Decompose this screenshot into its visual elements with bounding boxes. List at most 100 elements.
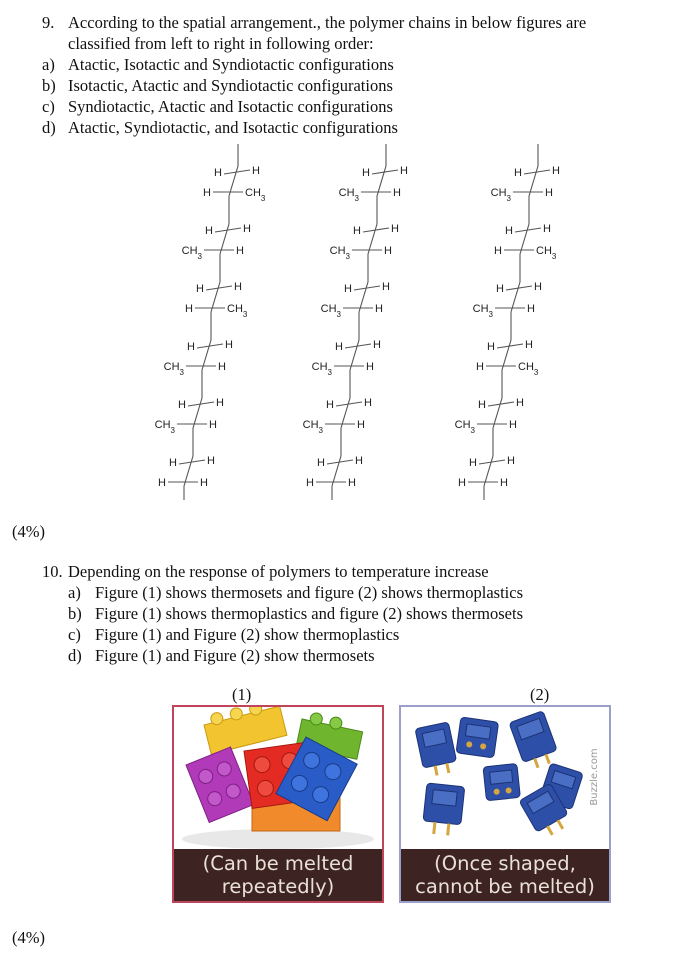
chain-3-hydrogen-label: H xyxy=(494,245,502,257)
chain-3-methyl-label: CH3 xyxy=(536,245,557,261)
chain-1-methyl-label: CH3 xyxy=(155,419,176,435)
chain-3-h-bond xyxy=(478,459,506,465)
chain-3-backbone xyxy=(492,397,503,429)
chain-3-hydrogen-label: H xyxy=(476,361,484,373)
chain-1-h-bond xyxy=(214,227,242,233)
figure-1-caption: (Can be melted repeatedly) xyxy=(174,849,382,901)
chain-1-h-bond xyxy=(196,343,224,349)
chain-1-backbone xyxy=(219,223,230,255)
chain-1-hydrogen-label: H xyxy=(203,187,211,199)
chain-1-hydrogen-label: H xyxy=(187,341,195,353)
chain-2-hydrogen-label: H xyxy=(375,303,383,315)
chain-3-h-bond xyxy=(487,401,515,407)
chain-1-h-bond xyxy=(205,285,233,291)
chain-3-hydrogen-label: H xyxy=(478,399,486,411)
figure-1-label: (1) xyxy=(232,685,252,704)
chain-1-h-bond xyxy=(223,169,251,175)
chain-2-hydrogen-label: H xyxy=(366,361,374,373)
chain-2-hydrogen-label: H xyxy=(357,419,365,431)
q10-option-d: Figure (1) and Figure (2) show thermoset… xyxy=(95,646,375,665)
figure-2-caption-line2: cannot be melted) xyxy=(415,875,595,898)
chain-1-hydrogen-label: H xyxy=(158,477,166,489)
chain-2-h-bond xyxy=(326,459,354,465)
watermark-text: Buzzle.com xyxy=(589,748,600,805)
figure-1-thermoplastic-image: (Can be melted repeatedly) xyxy=(172,705,384,903)
chain-2-hydrogen-label: H xyxy=(382,281,390,293)
chain-3-methyl-label: CH3 xyxy=(455,419,476,435)
q10-option-d-letter: d) xyxy=(68,646,82,665)
figure-2-thermoset-image: Buzzle.com (Once shaped, cannot be melte… xyxy=(399,705,611,903)
q9-number: 9. xyxy=(42,13,55,32)
chain-2-backbone xyxy=(358,281,369,313)
chain-3-hydrogen-label: H xyxy=(545,187,553,199)
chain-3-backbone xyxy=(510,281,521,313)
chain-1-h-bond xyxy=(178,459,206,465)
chain-2-hydrogen-label: H xyxy=(391,223,399,235)
chain-3-backbone xyxy=(528,165,539,197)
q10-number: 10. xyxy=(42,562,63,581)
chain-3-hydrogen-label: H xyxy=(534,281,542,293)
chain-3-hydrogen-label: H xyxy=(458,477,466,489)
chain-2-backbone xyxy=(340,397,351,429)
q10-marks: (4%) xyxy=(12,928,45,947)
q9-stem-line1: According to the spatial arrangement., t… xyxy=(68,13,587,32)
chain-1-methyl-label: CH3 xyxy=(245,187,266,203)
chain-2-hydrogen-label: H xyxy=(355,455,363,467)
chain-2-hydrogen-label: H xyxy=(326,399,334,411)
chain-1-hydrogen-label: H xyxy=(243,223,251,235)
chain-2-hydrogen-label: H xyxy=(306,477,314,489)
chain-3-hydrogen-label: H xyxy=(496,283,504,295)
chain-3-hydrogen-label: H xyxy=(469,457,477,469)
q9-option-d-letter: d) xyxy=(42,118,56,137)
q9-option-b: Isotactic, Atactic and Syndiotactic conf… xyxy=(68,76,393,95)
chain-2-backbone xyxy=(331,455,342,487)
chain-3-hydrogen-label: H xyxy=(487,341,495,353)
chain-2-hydrogen-label: H xyxy=(353,225,361,237)
chain-2-h-bond xyxy=(353,285,381,291)
chain-1-backbone xyxy=(210,281,221,313)
chain-2-h-bond xyxy=(344,343,372,349)
chain-2-hydrogen-label: H xyxy=(373,339,381,351)
chain-1-hydrogen-label: H xyxy=(209,419,217,431)
chain-3-hydrogen-label: H xyxy=(500,477,508,489)
chain-1-hydrogen-label: H xyxy=(216,397,224,409)
chain-3-methyl-label: CH3 xyxy=(473,303,494,319)
chain-3-h-bond xyxy=(496,343,524,349)
chain-1-hydrogen-label: H xyxy=(205,225,213,237)
chain-1-hydrogen-label: H xyxy=(169,457,177,469)
chain-1-backbone xyxy=(201,339,212,371)
figure-2-label: (2) xyxy=(530,685,550,704)
chain-2-h-bond xyxy=(371,169,399,175)
chain-2-h-bond xyxy=(335,401,363,407)
chain-2-hydrogen-label: H xyxy=(362,167,370,179)
chain-1-hydrogen-label: H xyxy=(196,283,204,295)
q9-option-c-letter: c) xyxy=(42,97,55,116)
chain-2-methyl-label: CH3 xyxy=(303,419,324,435)
chain-1-hydrogen-label: H xyxy=(252,165,260,177)
q10-option-c-letter: c) xyxy=(68,625,81,644)
chain-2-methyl-label: CH3 xyxy=(321,303,342,319)
q10-option-a: Figure (1) shows thermosets and figure (… xyxy=(95,583,524,602)
chain-1-hydrogen-label: H xyxy=(178,399,186,411)
chain-3-hydrogen-label: H xyxy=(525,339,533,351)
chain-2-backbone xyxy=(376,165,387,197)
chain-1-hydrogen-label: H xyxy=(234,281,242,293)
chain-3-hydrogen-label: H xyxy=(514,167,522,179)
q10-option-b: Figure (1) shows thermoplastics and figu… xyxy=(95,604,524,623)
q9-option-b-letter: b) xyxy=(42,76,56,95)
chain-3-hydrogen-label: H xyxy=(527,303,535,315)
chain-3-methyl-label: CH3 xyxy=(518,361,539,377)
chain-1-methyl-label: CH3 xyxy=(182,245,203,261)
chain-2-backbone xyxy=(367,223,378,255)
electrical-connectors-illustration: Buzzle.com xyxy=(415,711,600,836)
chain-1-hydrogen-label: H xyxy=(214,167,222,179)
q10-option-a-letter: a) xyxy=(68,583,81,602)
chain-3-methyl-label: CH3 xyxy=(491,187,512,203)
q9-marks: (4%) xyxy=(12,522,45,541)
chain-1-methyl-label: CH3 xyxy=(227,303,248,319)
chain-1-hydrogen-label: H xyxy=(218,361,226,373)
chain-1-hydrogen-label: H xyxy=(207,455,215,467)
chain-1-methyl-label: CH3 xyxy=(164,361,185,377)
chain-1-backbone xyxy=(183,455,194,487)
q9-stem-line2: classified from left to right in followi… xyxy=(68,34,374,53)
